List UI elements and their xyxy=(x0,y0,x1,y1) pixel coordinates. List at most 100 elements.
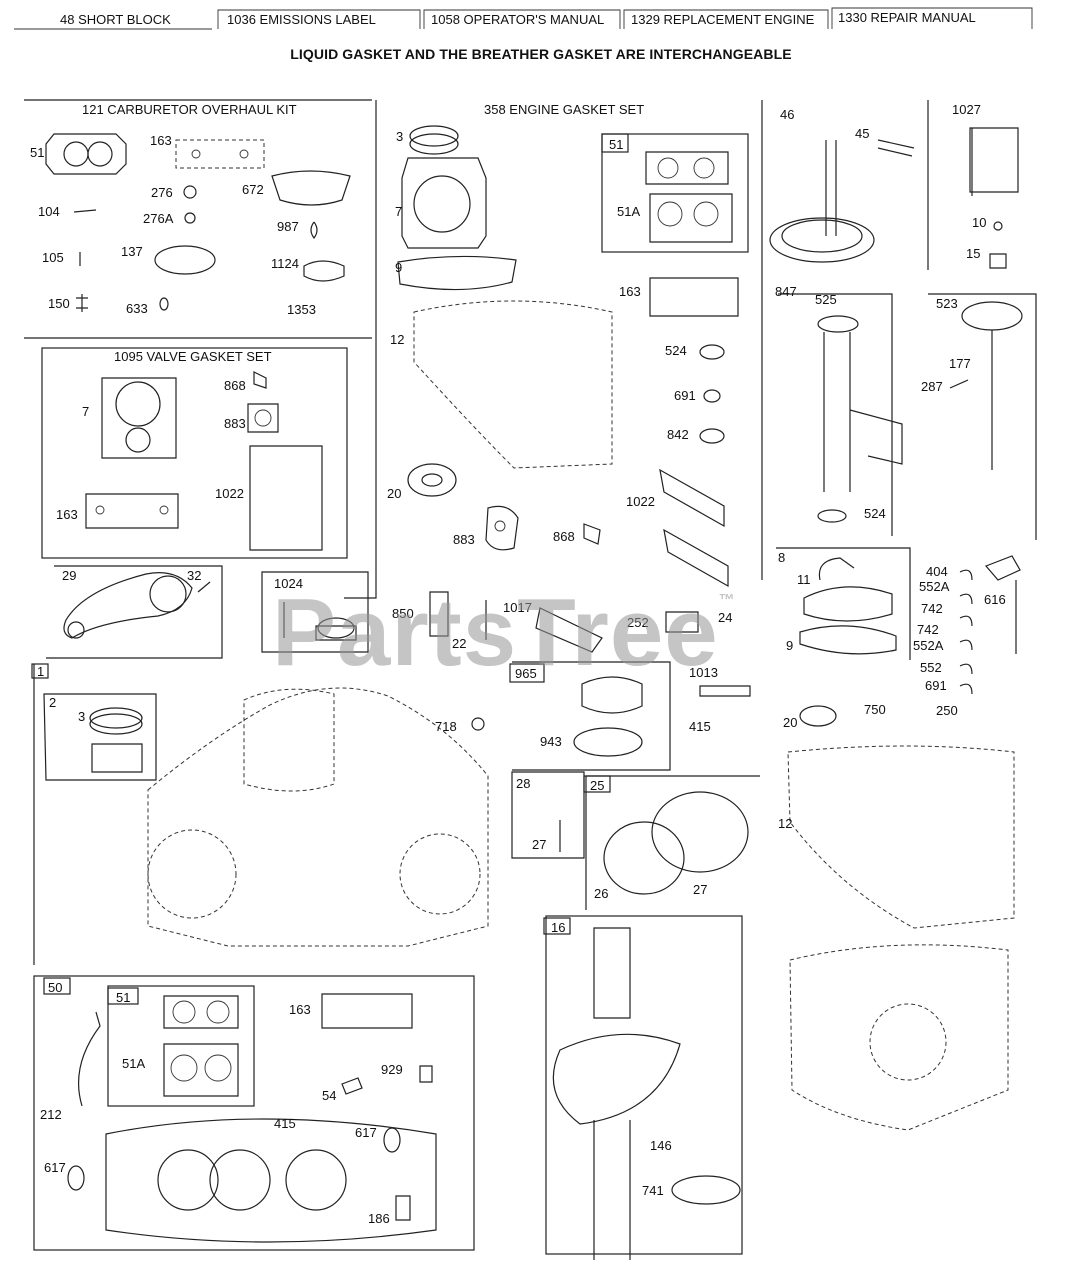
callout-3[interactable]: 3 xyxy=(396,129,403,144)
callout-842[interactable]: 842 xyxy=(667,427,689,442)
callout-943[interactable]: 943 xyxy=(540,734,562,749)
callout-552A[interactable]: 552A xyxy=(919,579,950,594)
callout-965[interactable]: 965 xyxy=(515,666,537,681)
callout-51[interactable]: 51 xyxy=(30,145,44,160)
callout-1013[interactable]: 1013 xyxy=(689,665,718,680)
callout-250[interactable]: 250 xyxy=(936,703,958,718)
callout-212[interactable]: 212 xyxy=(40,1107,62,1122)
callout-750[interactable]: 750 xyxy=(864,702,886,717)
callout-45[interactable]: 45 xyxy=(855,126,869,141)
callout-137[interactable]: 137 xyxy=(121,244,143,259)
callout-3[interactable]: 3 xyxy=(78,709,85,724)
callout-524[interactable]: 524 xyxy=(665,343,687,358)
callout-672[interactable]: 672 xyxy=(242,182,264,197)
callout-1353[interactable]: 1353 xyxy=(287,302,316,317)
callout-22[interactable]: 22 xyxy=(452,636,466,651)
callout-1022[interactable]: 1022 xyxy=(626,494,655,509)
callout-691[interactable]: 691 xyxy=(674,388,696,403)
callout-54[interactable]: 54 xyxy=(322,1088,336,1103)
tab-short-block[interactable]: 48 SHORT BLOCK xyxy=(60,12,171,27)
callout-868[interactable]: 868 xyxy=(553,529,575,544)
callout-1017[interactable]: 1017 xyxy=(503,600,532,615)
callout-27[interactable]: 27 xyxy=(693,882,707,897)
callout-276A[interactable]: 276A xyxy=(143,211,174,226)
callout-7[interactable]: 7 xyxy=(82,404,89,419)
part-callouts: 51 163 276 672 104 276A 987 105 137 1124… xyxy=(30,102,1006,1226)
callout-51[interactable]: 51 xyxy=(609,137,623,152)
callout-150[interactable]: 150 xyxy=(48,296,70,311)
callout-163[interactable]: 163 xyxy=(150,133,172,148)
callout-1024[interactable]: 1024 xyxy=(274,576,303,591)
callout-50[interactable]: 50 xyxy=(48,980,62,995)
callout-850[interactable]: 850 xyxy=(392,606,414,621)
callout-415[interactable]: 415 xyxy=(274,1116,296,1131)
callout-51[interactable]: 51 xyxy=(116,990,130,1005)
callout-10[interactable]: 10 xyxy=(972,215,986,230)
callout-12[interactable]: 12 xyxy=(390,332,404,347)
callout-104[interactable]: 104 xyxy=(38,204,60,219)
callout-287[interactable]: 287 xyxy=(921,379,943,394)
callout-12[interactable]: 12 xyxy=(778,816,792,831)
callout-20[interactable]: 20 xyxy=(387,486,401,501)
callout-27[interactable]: 27 xyxy=(532,837,546,852)
callout-1022[interactable]: 1022 xyxy=(215,486,244,501)
callout-742[interactable]: 742 xyxy=(917,622,939,637)
tab-repair-manual[interactable]: 1330 REPAIR MANUAL xyxy=(838,10,976,25)
callout-1[interactable]: 1 xyxy=(37,664,44,679)
callout-741[interactable]: 741 xyxy=(642,1183,664,1198)
callout-404[interactable]: 404 xyxy=(926,564,948,579)
callout-9[interactable]: 9 xyxy=(395,260,402,275)
callout-742[interactable]: 742 xyxy=(921,601,943,616)
callout-1027[interactable]: 1027 xyxy=(952,102,981,117)
callout-617[interactable]: 617 xyxy=(355,1125,377,1140)
callout-252[interactable]: 252 xyxy=(627,615,649,630)
callout-26[interactable]: 26 xyxy=(594,886,608,901)
tab-emissions-label[interactable]: 1036 EMISSIONS LABEL xyxy=(227,12,376,27)
callout-8[interactable]: 8 xyxy=(778,550,785,565)
callout-105[interactable]: 105 xyxy=(42,250,64,265)
callout-163[interactable]: 163 xyxy=(56,507,78,522)
callout-552A[interactable]: 552A xyxy=(913,638,944,653)
callout-16[interactable]: 16 xyxy=(551,920,565,935)
callout-1124[interactable]: 1124 xyxy=(271,256,299,271)
callout-163[interactable]: 163 xyxy=(619,284,641,299)
callout-929[interactable]: 929 xyxy=(381,1062,403,1077)
callout-11[interactable]: 11 xyxy=(797,572,811,587)
callout-24[interactable]: 24 xyxy=(718,610,732,625)
callout-524[interactable]: 524 xyxy=(864,506,886,521)
callout-25[interactable]: 25 xyxy=(590,778,604,793)
callout-617[interactable]: 617 xyxy=(44,1160,66,1175)
callout-276[interactable]: 276 xyxy=(151,185,173,200)
callout-177[interactable]: 177 xyxy=(949,356,971,371)
callout-15[interactable]: 15 xyxy=(966,246,980,261)
callout-883[interactable]: 883 xyxy=(453,532,475,547)
callout-51A[interactable]: 51A xyxy=(122,1056,145,1071)
callout-28[interactable]: 28 xyxy=(516,776,530,791)
callout-883[interactable]: 883 xyxy=(224,416,246,431)
callout-9[interactable]: 9 xyxy=(786,638,793,653)
callout-146[interactable]: 146 xyxy=(650,1138,672,1153)
callout-7[interactable]: 7 xyxy=(395,204,402,219)
callout-415[interactable]: 415 xyxy=(689,719,711,734)
callout-29[interactable]: 29 xyxy=(62,568,76,583)
callout-987[interactable]: 987 xyxy=(277,219,299,234)
callout-186[interactable]: 186 xyxy=(368,1211,390,1226)
callout-2[interactable]: 2 xyxy=(49,695,56,710)
callout-163[interactable]: 163 xyxy=(289,1002,311,1017)
callout-46[interactable]: 46 xyxy=(780,107,794,122)
callout-32[interactable]: 32 xyxy=(187,568,201,583)
callout-718[interactable]: 718 xyxy=(435,719,457,734)
valve-gasket-set-title: 1095 VALVE GASKET SET xyxy=(114,349,272,364)
callout-523[interactable]: 523 xyxy=(936,296,958,311)
tab-replacement-engine[interactable]: 1329 REPLACEMENT ENGINE xyxy=(631,12,815,27)
callout-525[interactable]: 525 xyxy=(815,292,837,307)
callout-20[interactable]: 20 xyxy=(783,715,797,730)
callout-633[interactable]: 633 xyxy=(126,301,148,316)
callout-552[interactable]: 552 xyxy=(920,660,942,675)
callout-691[interactable]: 691 xyxy=(925,678,947,693)
callout-847[interactable]: 847 xyxy=(775,284,797,299)
callout-868[interactable]: 868 xyxy=(224,378,246,393)
tab-operators-manual[interactable]: 1058 OPERATOR'S MANUAL xyxy=(431,12,605,27)
callout-51A[interactable]: 51A xyxy=(617,204,640,219)
callout-616[interactable]: 616 xyxy=(984,592,1006,607)
